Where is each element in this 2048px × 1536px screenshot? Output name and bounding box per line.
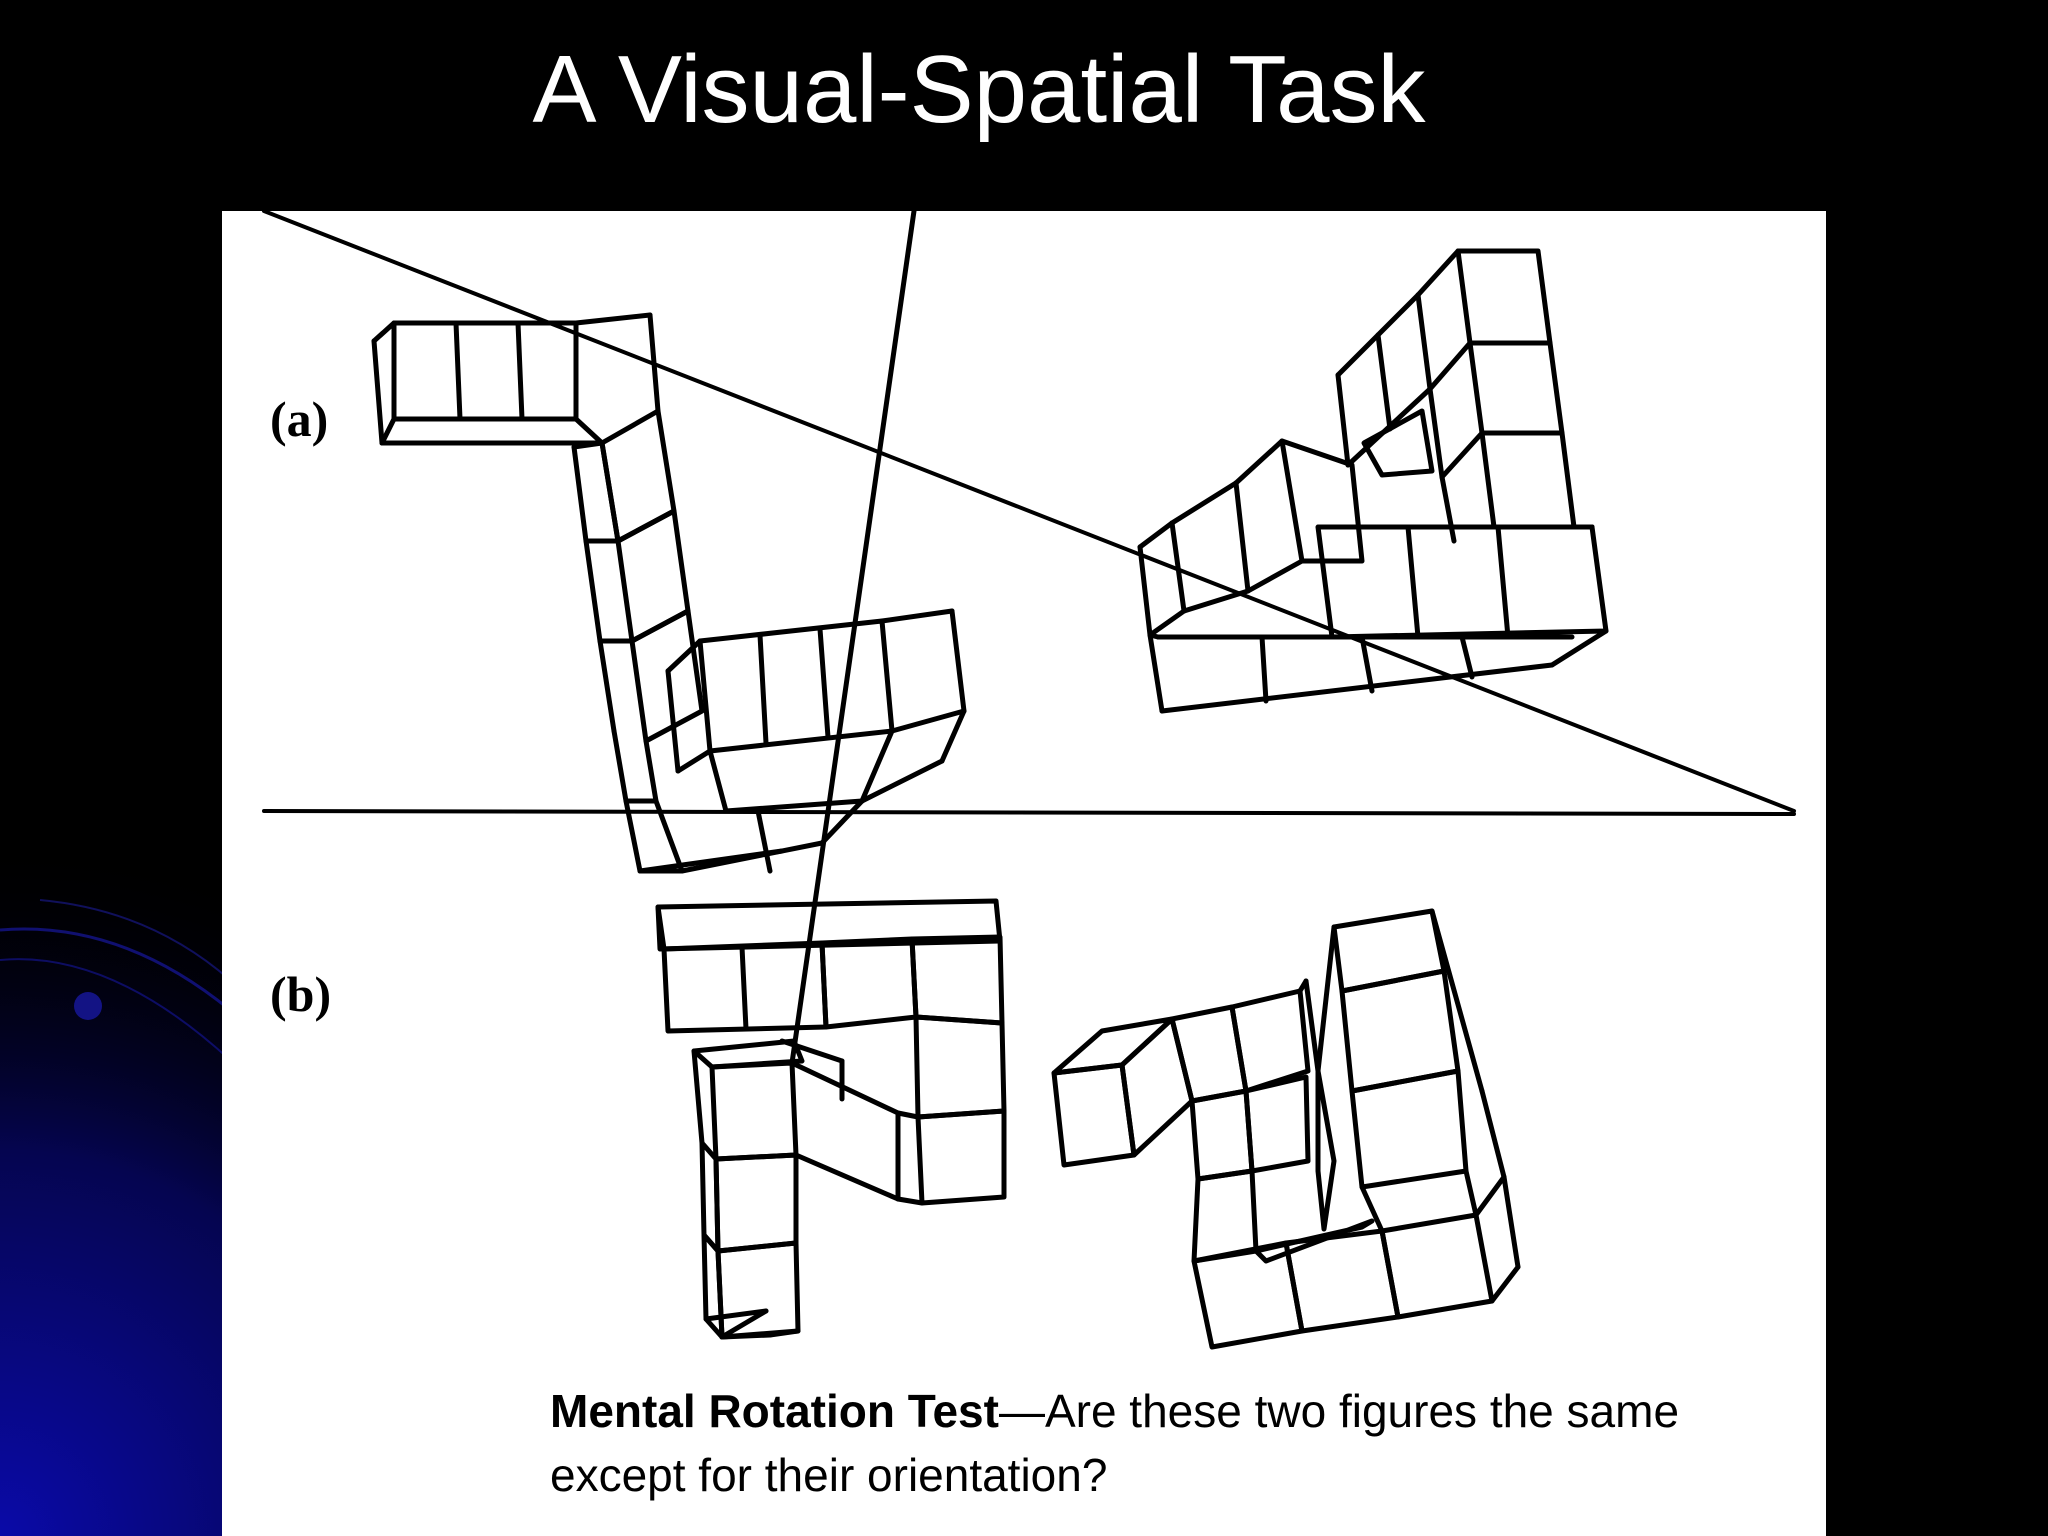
figure-divider [262,211,1796,813]
caption-question: —Are these two figures the same except f… [550,1385,1680,1501]
figure-b-left-blocks [655,211,1007,1340]
figure-a-right-blocks [1137,248,1609,714]
figure-panel: (a) (b) Mental Rotation Test—Are these t… [222,211,1826,1536]
figure-label-a: (a) [270,391,329,447]
figure-label-b: (b) [270,966,332,1022]
figure-b-right-blocks [1051,908,1521,1350]
figure-caption: Mental Rotation Test—Are these two figur… [550,1379,1790,1507]
slide-title: A Visual-Spatial Task [532,36,1426,143]
figure-a-left-blocks [371,312,967,874]
caption-lead: Mental Rotation Test [550,1385,999,1437]
